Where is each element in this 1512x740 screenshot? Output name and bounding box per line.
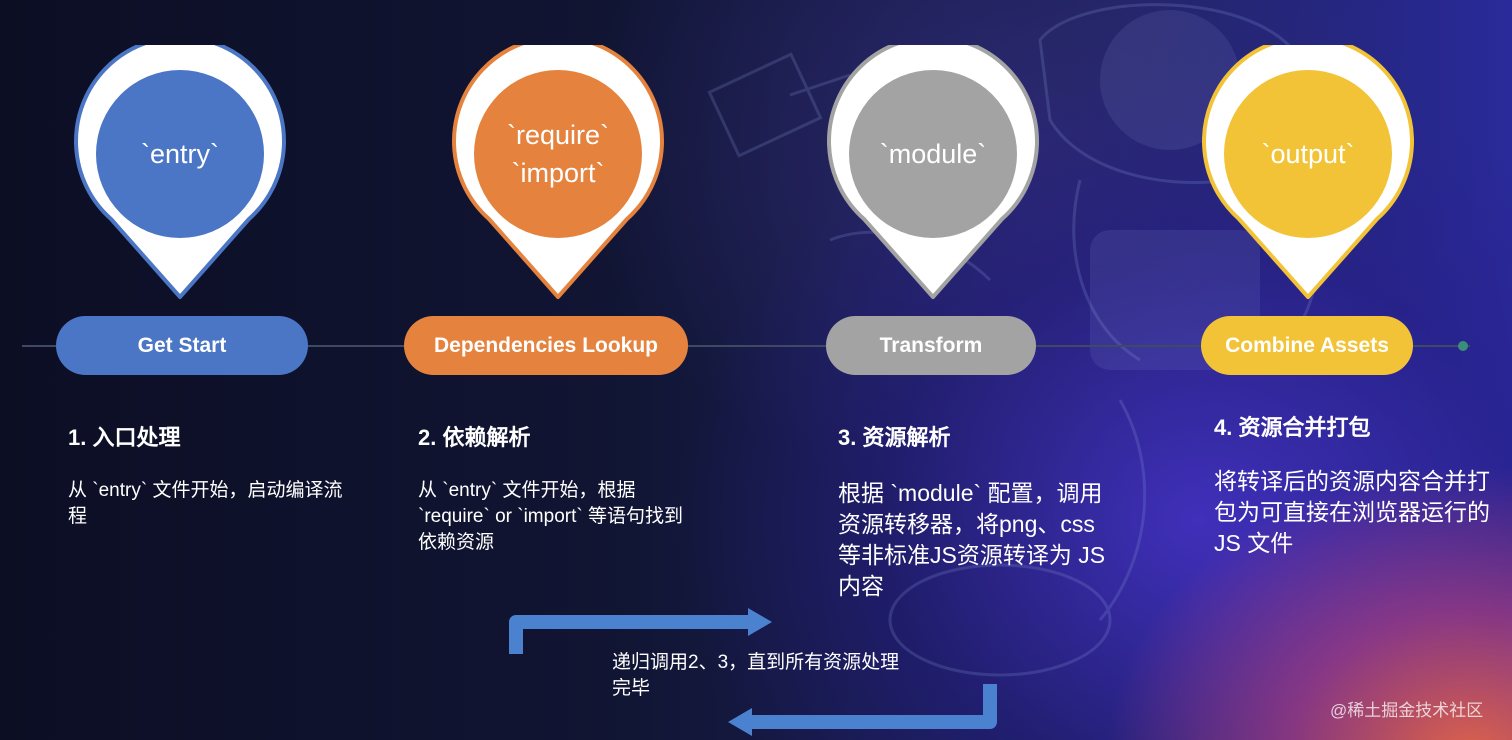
- stage-2-pill: Dependencies Lookup: [404, 316, 688, 375]
- location-pin-icon: [827, 45, 1039, 299]
- forward-arrowhead-icon: [748, 608, 772, 636]
- pin-text-line: `import`: [511, 158, 605, 188]
- stage-1-pill: Get Start: [56, 316, 308, 375]
- stage-1-pin: `entry`: [73, 45, 287, 301]
- stage-2-pin-label: `require` `import`: [451, 102, 665, 206]
- stage-3-description: 根据 `module` 配置，调用资源转移器，将png、css 等非标准JS资源…: [838, 480, 1125, 599]
- back-arrowhead-icon: [728, 708, 752, 736]
- pin-text-line: `output`: [1261, 139, 1355, 169]
- stage-3-pill: Transform: [826, 316, 1036, 375]
- location-pin-icon: [1202, 45, 1414, 299]
- pin-text-line: `entry`: [140, 139, 219, 169]
- watermark: @稀土掘金技术社区: [1330, 701, 1484, 720]
- location-pin-icon: [74, 45, 286, 299]
- stage-2-title: 2. 依赖解析: [418, 425, 531, 450]
- timeline-line: [22, 345, 1470, 347]
- pin-text-line: `require`: [506, 120, 610, 150]
- stage-4-pin: `output`: [1201, 45, 1415, 301]
- stage-4-description: 将转译后的资源内容合并打包为可直接在浏览器运行的 JS 文件: [1214, 468, 1490, 556]
- stage-4-pill: Combine Assets: [1201, 316, 1413, 375]
- timeline-end-dot: [1458, 341, 1468, 351]
- stage-1-title: 1. 入口处理: [68, 425, 181, 450]
- back-arrow-line: [750, 684, 997, 729]
- stage-3-pin: `module`: [826, 45, 1040, 301]
- stage-1-pin-label: `entry`: [73, 102, 287, 206]
- stage-2-pin: `require` `import`: [451, 45, 665, 301]
- stage-2-description: 从 `entry` 文件开始，根据 `require` or `import` …: [418, 480, 683, 553]
- stage-1-description: 从 `entry` 文件开始，启动编译流程: [68, 480, 343, 527]
- forward-arrow-line: [509, 615, 750, 654]
- recursion-note: 递归调用2、3，直到所有资源处理完毕: [612, 652, 900, 699]
- pin-text-line: `module`: [879, 139, 987, 169]
- stage-3-title: 3. 资源解析: [838, 425, 951, 450]
- stage-4-title: 4. 资源合并打包: [1214, 415, 1371, 440]
- stage-3-pin-label: `module`: [826, 102, 1040, 206]
- recursion-loop-arrows: [509, 608, 997, 736]
- location-pin-icon: [452, 45, 664, 299]
- stage-4-pin-label: `output`: [1201, 102, 1415, 206]
